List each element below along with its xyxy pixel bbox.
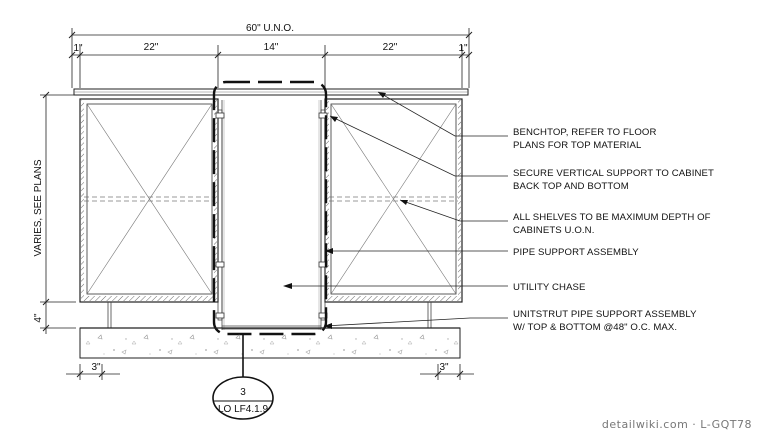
left-cabinet-side-panel [81, 100, 84, 301]
detail-callout-boundary [212, 80, 328, 336]
right-cabinet-side-panel [458, 100, 461, 301]
right-margin-label: 1" [458, 43, 468, 54]
left-cabinet-width-label: 22" [144, 42, 159, 53]
note-benchtop: BENCHTOP, REFER TO FLOOR PLANS FOR TOP M… [513, 127, 659, 151]
left-cabinet-side-panel [214, 100, 217, 301]
notes-list: BENCHTOP, REFER TO FLOOR PLANS FOR TOP M… [513, 127, 717, 333]
dimension-tick [214, 51, 222, 59]
dimension-tick [76, 51, 84, 59]
concrete-footing [79, 327, 461, 359]
note-leaders [290, 91, 508, 327]
utility-chase [215, 100, 328, 330]
right-cabinet-width-label: 22" [383, 42, 398, 53]
cabinet-legs [107, 302, 432, 328]
left-cabinet-door [86, 103, 213, 295]
dimension-tick [42, 298, 50, 306]
vertical-support-left [217, 109, 223, 321]
dimension-tick [76, 370, 84, 378]
left-dimension-group: VARIES, SEE PLANS 4" [33, 91, 76, 334]
right-cabinet-side-panel [326, 100, 329, 301]
note-unistrut: UNITSTRUT PIPE SUPPORT ASSEMBLY W/ TOP &… [513, 309, 699, 333]
dimension-tick [68, 51, 76, 59]
note-vertical-support: SECURE VERTICAL SUPPORT TO CABINET BACK … [513, 168, 717, 192]
detail-sheet-reference: LO LF4.1.9 [218, 404, 268, 415]
dimension-tick [458, 51, 466, 59]
note-utility-chase: UTILITY CHASE [513, 282, 586, 293]
footing-right-label: 3" [439, 362, 449, 373]
dimension-tick [465, 31, 473, 39]
toe-height-label: 4" [33, 313, 44, 323]
dimension-tick [42, 324, 50, 332]
vertical-support-right [320, 109, 326, 321]
left-cabinet [79, 98, 219, 303]
dimension-tick [434, 370, 442, 378]
dimension-tick [68, 31, 76, 39]
left-cabinet-bottom-panel [84, 296, 214, 301]
dimension-tick [321, 51, 329, 59]
right-cabinet-bottom-panel [329, 296, 458, 301]
detail-number: 3 [240, 387, 246, 398]
left-margin-label: 1" [73, 43, 83, 54]
right-cabinet-door [330, 103, 457, 295]
leader-unistrut [323, 317, 508, 327]
chase-width-label: 14" [264, 42, 279, 53]
dimension-tick [456, 370, 464, 378]
bottom-dimension-group: 3" 3" [66, 362, 474, 380]
leader-vertical-support [329, 115, 508, 177]
dimension-tick [465, 51, 473, 59]
watermark: detailwiki.com · L-GQT78 [602, 418, 752, 431]
note-shelves: ALL SHELVES TO BE MAXIMUM DEPTH OF CABIN… [513, 212, 713, 236]
detail-tag-bubble [212, 376, 274, 420]
right-cabinet [324, 98, 463, 303]
note-pipe-support: PIPE SUPPORT ASSEMBLY [513, 247, 639, 258]
dimension-tick [98, 370, 106, 378]
overall-width-label: 60" U.N.O. [246, 23, 294, 34]
leader-shelves [399, 199, 508, 222]
dimension-tick [42, 91, 50, 99]
footing-left-label: 3" [91, 362, 101, 373]
leader-benchtop [377, 91, 508, 137]
height-label: VARIES, SEE PLANS [33, 159, 44, 256]
detail-tag[interactable]: 3 LO LF4.1.9 [212, 376, 274, 420]
top-dimension-group: 60" U.N.O. 1" 22" 14" 22" 1" [68, 23, 473, 88]
leader-arrowheads [283, 92, 408, 329]
